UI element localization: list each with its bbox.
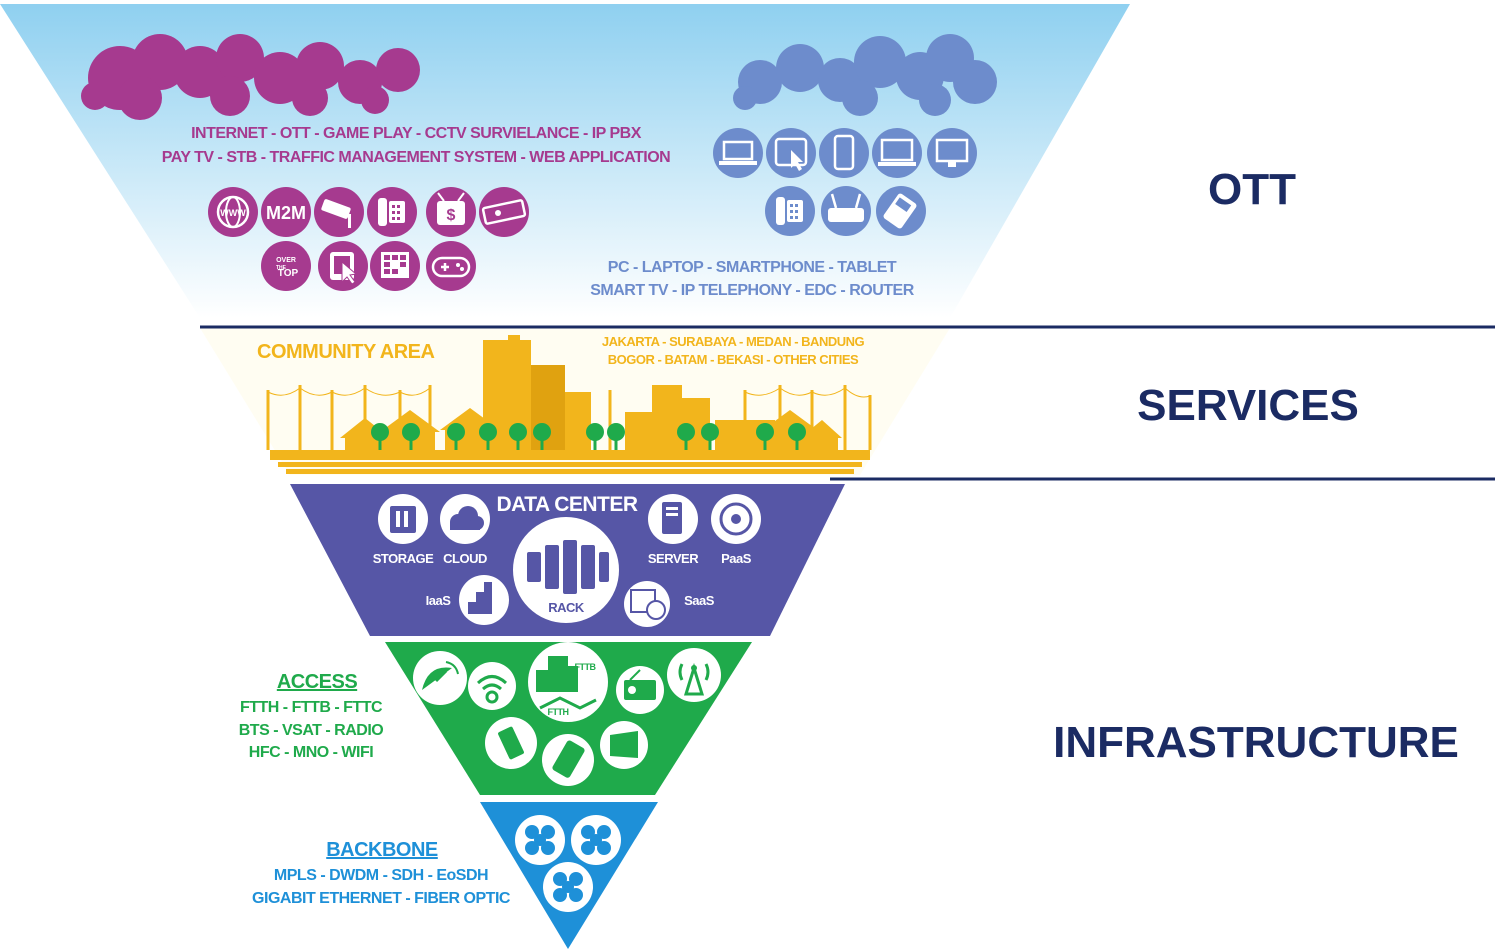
over-the-top-label-2: THE — [276, 265, 287, 271]
devices-line-2: SMART TV - IP TELEPHONY - EDC - ROUTER — [590, 282, 914, 299]
gamepad-icon — [426, 241, 476, 291]
over-the-top-label-1: OVER — [276, 257, 296, 264]
access-line-3: HFC - MNO - WIFI — [249, 744, 373, 761]
tablet-icon — [766, 128, 816, 178]
blue-cloud-cluster — [733, 34, 997, 116]
www-icon-label: WWW — [220, 208, 246, 218]
ip-telephony-icon — [765, 186, 815, 236]
rack-icon — [513, 517, 619, 623]
edc-icon — [876, 186, 926, 236]
data-center-title: DATA CENTER — [496, 493, 637, 516]
set-top-box-icon — [479, 187, 529, 237]
router-icon — [821, 186, 871, 236]
saas-label: SaaS — [684, 593, 715, 608]
magenta-cloud-cluster — [81, 34, 420, 120]
cities-line-1: JAKARTA - SURABAYA - MEDAN - BANDUNG — [602, 334, 865, 349]
m2m-icon: M2M — [261, 187, 311, 237]
backbone-node-icon — [515, 815, 565, 865]
backbone-line-2: GIGABIT ETHERNET - FIBER OPTIC — [252, 890, 511, 907]
iaas-icon — [459, 575, 509, 625]
storage-label: STORAGE — [373, 551, 434, 566]
backbone-title: BACKBONE — [326, 839, 438, 861]
over-the-top-icon: OVER THE TOP — [261, 241, 311, 291]
window-icon — [600, 721, 648, 769]
ott-services-line-2: PAY TV - STB - TRAFFIC MANAGEMENT SYSTEM… — [162, 149, 670, 166]
ott-services-line-1: INTERNET - OTT - GAME PLAY - CCTV SURVIE… — [191, 125, 642, 142]
city-skyline-graphic — [266, 335, 872, 474]
m2m-icon-label: M2M — [266, 203, 306, 223]
layer-label-services: SERVICES — [1137, 381, 1359, 430]
smartphone-icon — [819, 128, 869, 178]
mobile-icon — [485, 717, 537, 769]
cloud-icon — [440, 494, 490, 544]
pay-tv-icon: $ — [426, 187, 476, 237]
ip-phone-icon — [367, 187, 417, 237]
access-title: ACCESS — [277, 671, 358, 693]
iaas-label: IaaS — [426, 593, 452, 608]
layer-label-ott: OTT — [1208, 165, 1296, 214]
backbone-line-1: MPLS - DWDM - SDH - EoSDH — [274, 867, 488, 884]
pc-icon — [872, 128, 922, 178]
fttb-label: FTTB — [575, 662, 597, 672]
smart-tv-icon — [927, 128, 977, 178]
paas-icon — [711, 494, 761, 544]
backbone-node-icon — [571, 815, 621, 865]
cctv-icon — [314, 187, 364, 237]
radio-icon — [616, 666, 664, 714]
traffic-management-icon — [370, 241, 420, 291]
layer-label-infrastructure: INFRASTRUCTURE — [1053, 718, 1459, 767]
www-icon: WWW — [208, 187, 258, 237]
devices-line-1: PC - LAPTOP - SMARTPHONE - TABLET — [608, 259, 897, 276]
wifi-icon — [468, 662, 516, 710]
storage-icon — [378, 494, 428, 544]
cities-line-2: BOGOR - BATAM - BEKASI - OTHER CITIES — [608, 352, 859, 367]
satellite-dish-icon — [413, 651, 467, 705]
bts-tower-icon — [667, 648, 721, 702]
rack-label: RACK — [548, 600, 585, 615]
community-area-title: COMMUNITY AREA — [257, 341, 435, 363]
cloud-label: CLOUD — [443, 551, 487, 566]
building-icon — [528, 642, 608, 722]
server-label: SERVER — [648, 551, 699, 566]
server-icon — [648, 494, 698, 544]
saas-icon — [624, 581, 670, 627]
pay-tv-icon-symbol: $ — [447, 207, 456, 224]
over-the-top-label-3: TOP — [278, 268, 299, 279]
access-line-2: BTS - VSAT - RADIO — [239, 722, 384, 739]
laptop-icon — [713, 128, 763, 178]
backbone-node-icon — [543, 862, 593, 912]
ftth-label: FTTH — [548, 707, 569, 717]
paas-label: PaaS — [721, 551, 752, 566]
access-line-1: FTTH - FTTB - FTTC — [240, 699, 383, 716]
web-application-icon — [318, 241, 368, 291]
handheld-icon — [542, 734, 594, 786]
